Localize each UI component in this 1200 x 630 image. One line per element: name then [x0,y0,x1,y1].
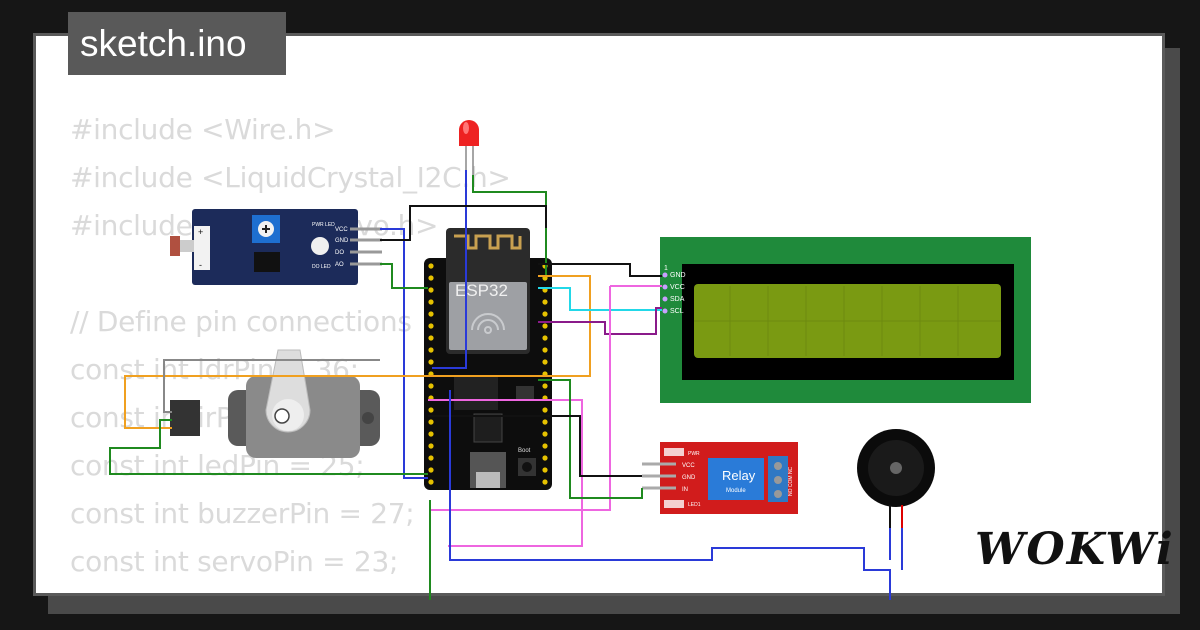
esp32-board[interactable]: ESP32 Boot [424,228,552,490]
wires [109,170,903,600]
code-line: const int buzzerPin = 27; [70,497,415,530]
lcd-pin-gnd: GND [670,272,686,279]
code-line: const int servoPin = 23; [70,545,399,578]
code-line: #include <LiquidCrystal_I2C.h> [70,161,511,194]
code-line: // Define pin connections [70,305,412,338]
ldr-pin-ao: AO [335,262,344,268]
ldr-minus: - [199,260,202,270]
relay-pwr: PWR [688,451,700,457]
boot-label: Boot [518,448,531,454]
esp32-label: ESP32 [455,281,508,300]
red-led[interactable] [459,120,479,175]
lcd-pin-marker: 1 [664,265,668,272]
ldr-pin-gnd: GND [335,238,349,244]
relay-terminals: NO COM NC [788,466,794,496]
do-led-label: DO LED [312,264,331,270]
relay-title: Relay [722,468,756,483]
lcd-display[interactable]: 1 GND VCC SDA SCL [660,237,1031,403]
relay-pin-gnd: GND [682,475,696,481]
ldr-sensor-module[interactable]: + - PWR LED DO LED VCC GND DO AO [170,209,382,285]
lcd-pin-scl: SCL [670,308,684,315]
sketch-title[interactable]: sketch.ino [68,12,286,75]
relay-pin-vcc: VCC [682,463,695,469]
code-line: #include <Wire.h> [70,113,336,146]
relay-led1: LED1 [688,502,701,508]
relay-pin-in: IN [682,487,688,493]
pwr-led-label: PWR LED [312,222,335,228]
relay-module[interactable]: Relay Module NO COM NC PWR LED1 VCC GND … [642,442,798,514]
servo-motor[interactable] [170,349,380,458]
wokwi-logo: WOKWi [975,524,1175,575]
lcd-pin-vcc: VCC [670,284,685,291]
code-line: const int ledPin = 25; [70,449,365,482]
relay-subtitle: Module [726,488,746,494]
lcd-pin-sda: SDA [670,296,685,303]
ldr-pin-vcc: VCC [335,227,348,233]
ldr-pin-do: DO [335,250,344,256]
buzzer[interactable] [857,429,935,528]
ldr-plus: + [198,227,203,237]
